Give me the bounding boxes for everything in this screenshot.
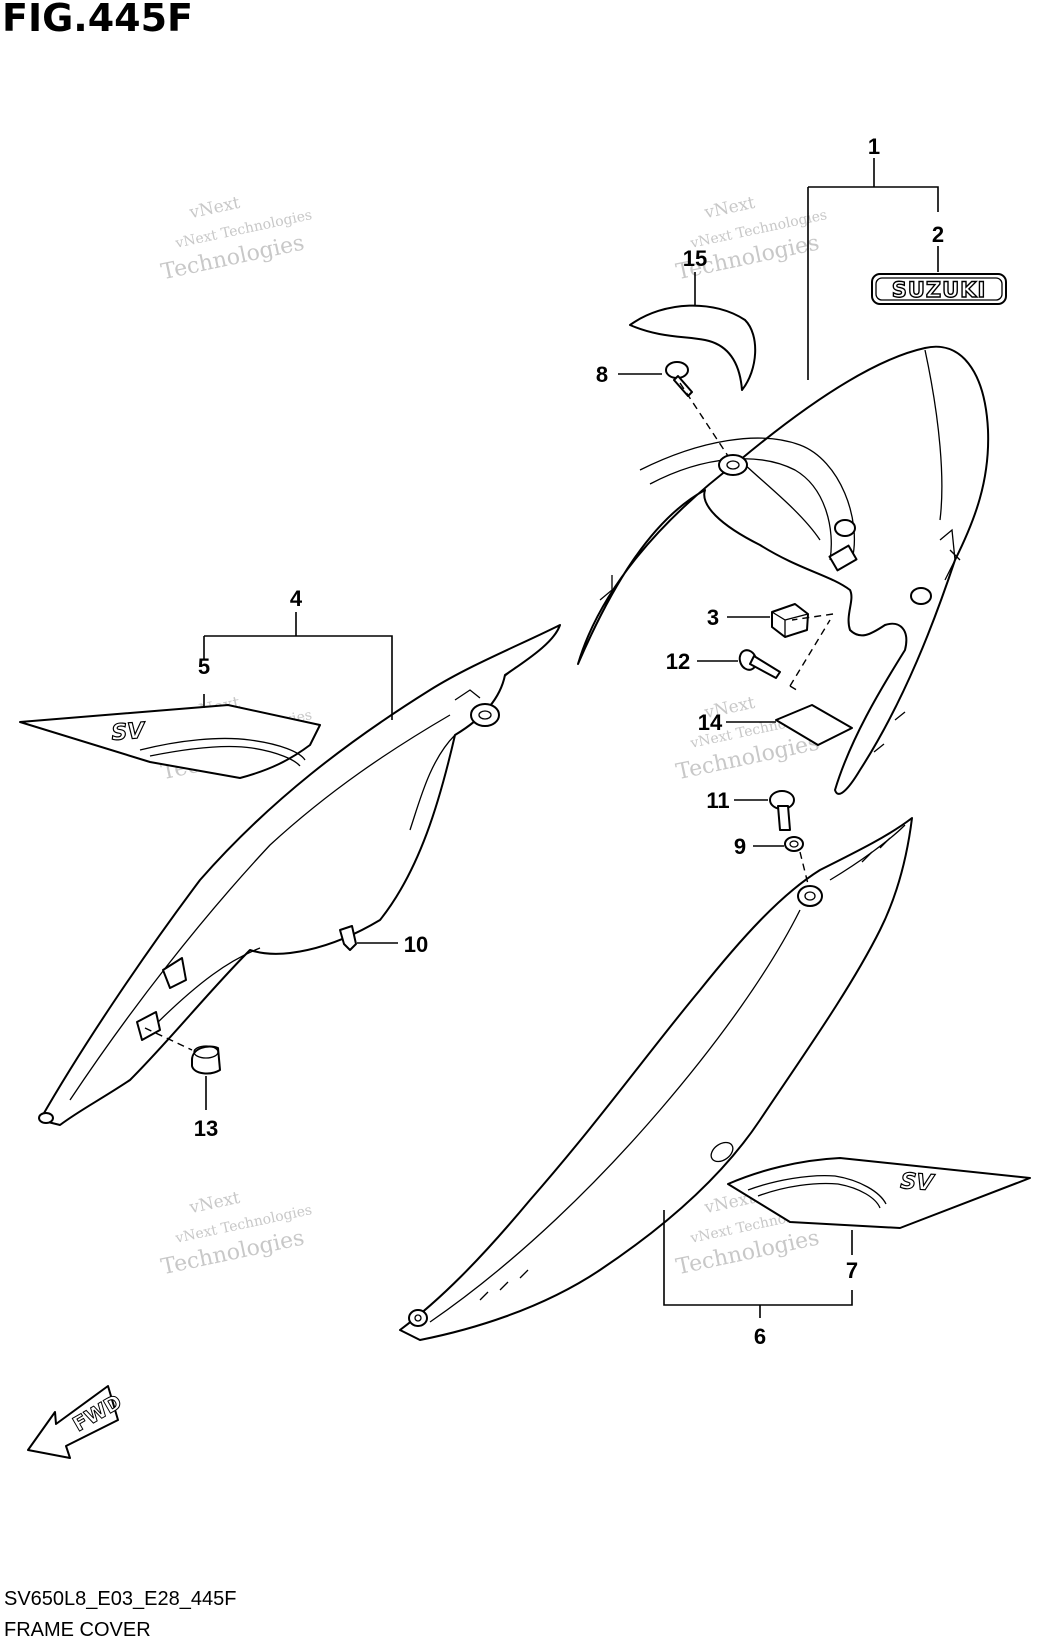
- watermark-text: vNext: [187, 1188, 242, 1218]
- part-1-tail-cover: [577, 345, 990, 795]
- figure-title: FIG.445F: [2, 0, 194, 40]
- watermark-text: vNext: [702, 193, 757, 223]
- callout-1: 1: [868, 134, 880, 159]
- figure-name: FRAME COVER: [4, 1619, 151, 1641]
- callout-13: 13: [194, 1116, 218, 1141]
- callout-3: 3: [707, 605, 719, 630]
- callout-2: 2: [932, 222, 944, 247]
- callout-12: 12: [666, 649, 690, 674]
- part-8-bolt: [665, 361, 693, 397]
- leader-lines: [144, 158, 939, 1318]
- figure-code: SV650L8_E03_E28_445F: [4, 1588, 237, 1610]
- callout-9: 9: [734, 834, 746, 859]
- sv-logo-text: SV: [111, 719, 148, 746]
- sv-logo-text: SV: [900, 1169, 937, 1196]
- callout-7: 7: [846, 1258, 858, 1283]
- callout-6: 6: [754, 1324, 766, 1349]
- part-10-clip: [339, 925, 357, 951]
- part-13-grommet: [191, 1045, 221, 1075]
- part-12-screw: [738, 649, 781, 679]
- callout-4: 4: [290, 586, 303, 611]
- part-2-suzuki-emblem: SUZUKI: [871, 273, 1007, 305]
- suzuki-logo-text: SUZUKI: [892, 278, 987, 302]
- part-6-right-frame-cover: [399, 817, 913, 1341]
- fwd-arrow-icon: FWD: [27, 1385, 126, 1459]
- part-9-nut: [784, 836, 804, 852]
- callout-15: 15: [683, 246, 707, 271]
- watermark-text: vNext: [187, 193, 242, 223]
- part-3-cushion: [771, 603, 809, 638]
- part-11-bolt: [769, 790, 795, 831]
- callout-5: 5: [198, 654, 210, 679]
- part-7-sv-decal-right: SV: [727, 1157, 1031, 1229]
- part-15-trim: [629, 304, 757, 391]
- part-4-left-frame-cover: [38, 624, 561, 1126]
- callout-labels: 1 2 3 4 5 6 7 8 9 10 11 12 13 14 15: [194, 134, 944, 1349]
- callout-11: 11: [706, 788, 729, 813]
- callout-8: 8: [596, 362, 608, 387]
- part-14-pad: [775, 704, 853, 746]
- callout-14: 14: [698, 710, 723, 735]
- callout-10: 10: [404, 932, 428, 957]
- part-5-sv-decal-left: SV: [19, 704, 321, 779]
